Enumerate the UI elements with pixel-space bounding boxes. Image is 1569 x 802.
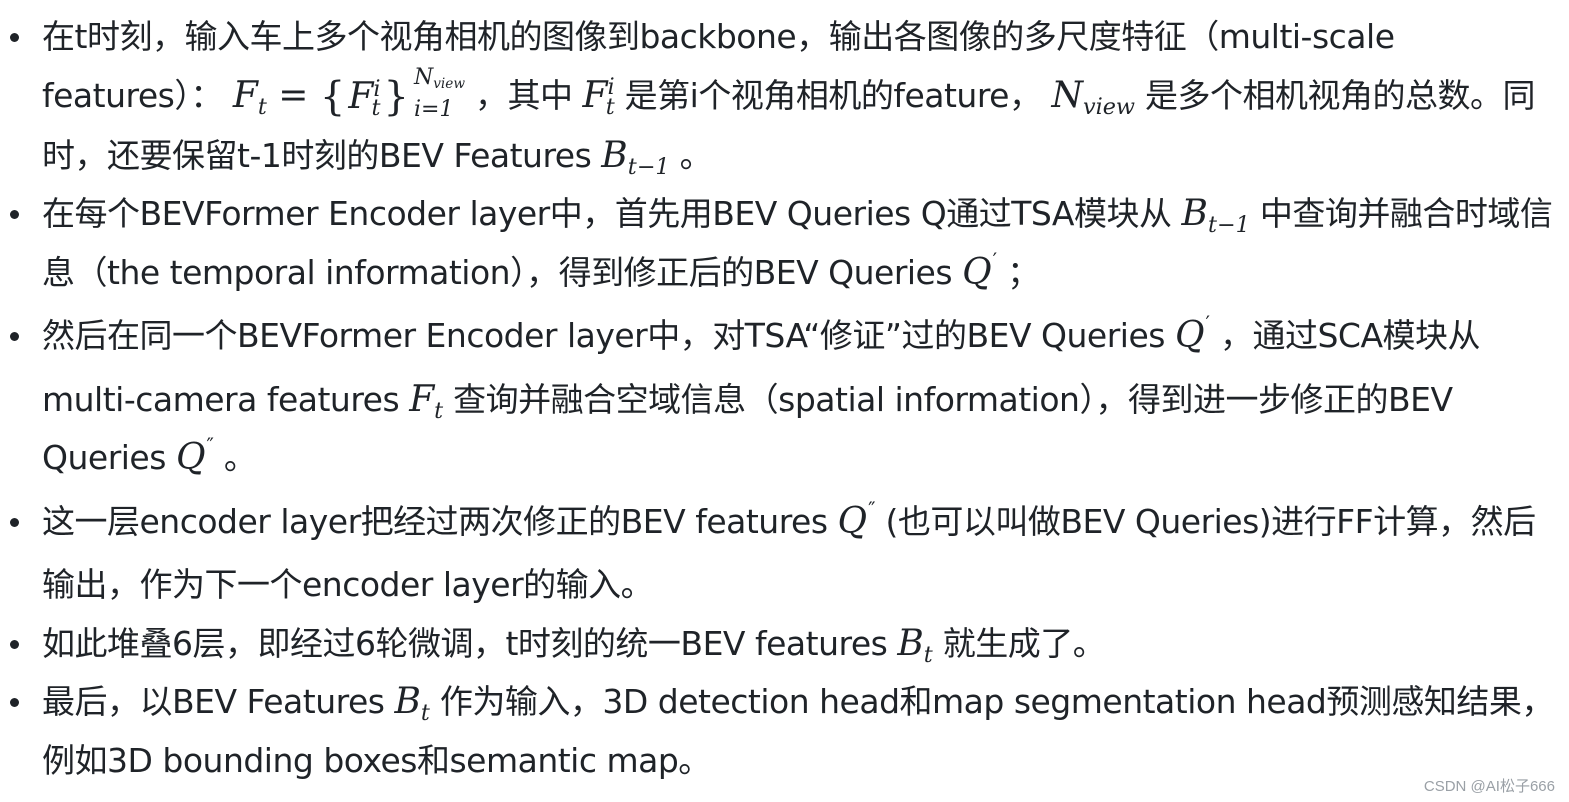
math-q-prime: Q′ (962, 248, 998, 293)
math-b-t-minus-1: Bt−1 (601, 134, 670, 180)
math-ft-i: Fit (582, 74, 615, 120)
text-segment: 在每个BEVFormer Encoder layer中，首先用BEV Queri… (42, 194, 1172, 234)
list-item-4: 这一层encoder layer把经过两次修正的BEV features Q″ … (0, 493, 1569, 615)
list-item-6: 最后，以BEV Features Bt 作为输入，3D detection he… (0, 673, 1569, 790)
text-segment: 如此堆叠6层，即经过6轮微调，t时刻的统一BEV features (42, 623, 888, 663)
text-segment: 中查询并融合时域信息（the temporal information），得到修… (42, 194, 1553, 292)
math-b-t: Bt (897, 622, 933, 668)
text-segment: 查询并融合空域信息（spatial information），得到进一步修正的B… (42, 379, 1453, 478)
text-segment: ； (1007, 252, 1040, 292)
text-segment: 最后，以BEV Features (42, 682, 385, 722)
text-segment: 然后在同一个BEVFormer Encoder layer中，对TSA“修证”过… (42, 316, 1165, 356)
math-q-double-prime: Q″ (175, 434, 214, 479)
math-q-double-prime: Q″ (837, 497, 876, 542)
list-item-2: 在每个BEVFormer Encoder layer中，首先用BEV Queri… (0, 185, 1569, 307)
text-segment: ，通过SCA模块从multi-camera features (42, 316, 1481, 419)
math-b-t-minus-1: Bt−1 (1181, 193, 1250, 239)
text-segment: 就生成了。 (942, 623, 1106, 663)
math-q-prime: Q′ (1174, 312, 1210, 357)
watermark: CSDN @AI松子666 (1423, 778, 1555, 795)
math-b-t: Bt (394, 681, 430, 727)
list-item-3: 然后在同一个BEVFormer Encoder layer中，对TSA“修证”过… (0, 307, 1569, 493)
text-segment: 这一层encoder layer把经过两次修正的BEV features (42, 501, 828, 541)
list-item-1: 在t时刻，输入车上多个视角相机的图像到backbone，输出各图像的多尺度特征（… (0, 8, 1569, 185)
math-n-view: Nview (1051, 74, 1136, 120)
text-segment: ，其中 (474, 75, 573, 115)
text-segment: 在t时刻，输入车上多个视角相机的图像到backbone，输出各图像的多尺度特征（… (42, 17, 1395, 115)
document-body: 在t时刻，输入车上多个视角相机的图像到backbone，输出各图像的多尺度特征（… (0, 8, 1569, 790)
list-item-5: 如此堆叠6层，即经过6轮微调，t时刻的统一BEV features Bt 就生成… (0, 615, 1569, 674)
text-segment: 作为输入，3D detection head和map segmentation … (42, 682, 1554, 780)
text-segment: 。 (223, 438, 257, 478)
text-segment: 是多个相机视角的总数。同时，还要保留t-1时刻的BEV Features (42, 75, 1536, 175)
text-segment: (也可以叫做BEV Queries)进行FF计算，然后输出，作为下一个encod… (42, 501, 1536, 605)
math-f-t: Ft (409, 378, 444, 424)
bullet-list: 在t时刻，输入车上多个视角相机的图像到backbone，输出各图像的多尺度特征（… (0, 8, 1569, 790)
text-segment: 。 (679, 135, 713, 175)
text-segment: 是第i个视角相机的feature， (624, 75, 1042, 115)
